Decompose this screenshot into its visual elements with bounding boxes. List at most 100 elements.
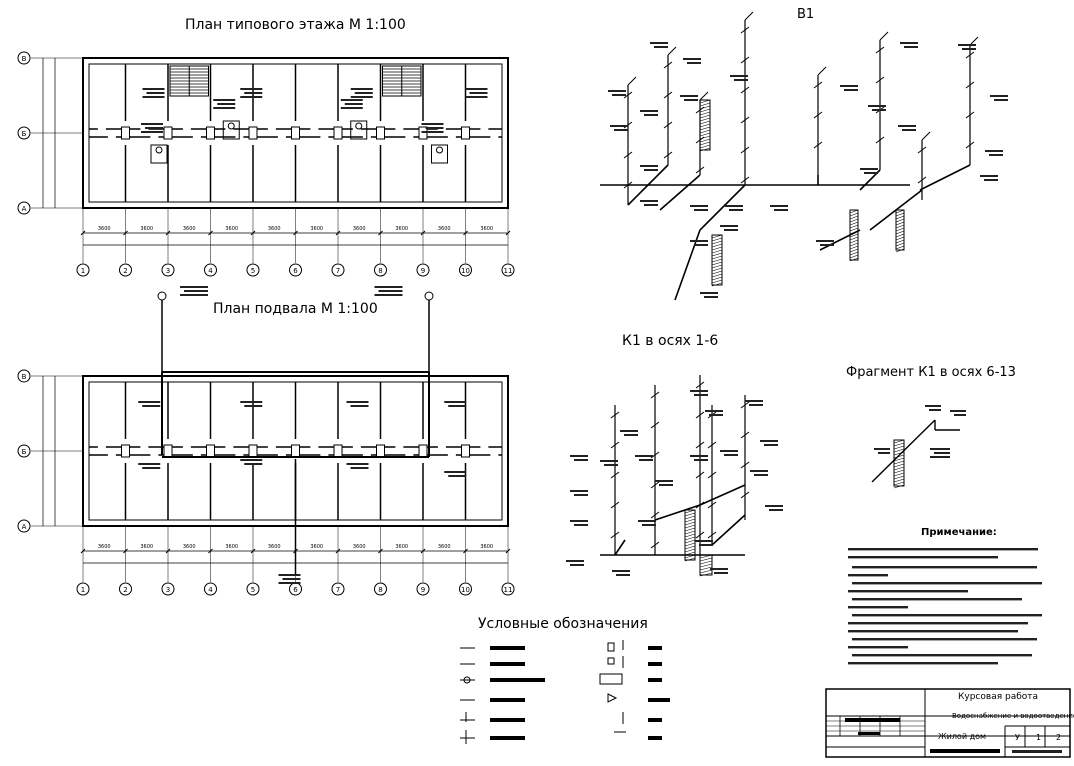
annotation-text — [421, 123, 444, 125]
riser-tick — [740, 461, 750, 469]
axis-column-label: 6 — [293, 586, 298, 594]
annotation-text — [724, 454, 738, 456]
dimension-tick — [378, 548, 383, 554]
riser-tick — [663, 91, 673, 99]
annotation-text — [655, 480, 673, 482]
sleeve-hatch — [684, 509, 696, 514]
sleeve-hatch — [895, 248, 905, 253]
column-block — [376, 444, 385, 458]
annotation-text — [709, 414, 723, 416]
sleeve-hatch — [849, 245, 859, 250]
sleeve-hatch — [849, 233, 859, 238]
riser-branch — [699, 91, 709, 101]
main-pipe — [654, 504, 701, 521]
stamp-stage: У — [1015, 733, 1020, 742]
sleeve-hatch — [684, 536, 696, 541]
stamp-frame — [825, 688, 1071, 758]
note-text-line — [848, 630, 1018, 633]
wall-sleeve — [711, 234, 723, 286]
annotation-text — [765, 505, 783, 507]
sleeve-hatch — [711, 261, 723, 266]
annotation-text — [217, 103, 236, 105]
wall-sleeve — [699, 99, 711, 151]
axis-row-label: В — [22, 373, 27, 381]
annotation-text — [990, 95, 1008, 97]
dimension-value: 3600 — [140, 226, 153, 232]
axis-column-label: 9 — [421, 586, 425, 594]
riser-branch — [627, 76, 637, 86]
annotation-text — [282, 578, 301, 580]
annotation-text — [820, 244, 834, 246]
annotation-text — [344, 103, 363, 105]
axis-column-label: 2 — [123, 267, 127, 275]
riser-branch — [667, 46, 677, 56]
annotation-text — [985, 150, 1003, 152]
annotation-text — [683, 58, 701, 60]
column-block — [248, 444, 258, 458]
annotation-text — [244, 405, 263, 407]
dimension-value: 3600 — [310, 226, 323, 232]
annotation-text — [374, 286, 403, 288]
sleeve-hatch — [699, 111, 711, 116]
sleeve-hatch — [895, 227, 905, 232]
annotation-text — [570, 520, 588, 522]
annotation-text — [213, 99, 236, 101]
riser-tick — [965, 141, 975, 149]
dimension-tick — [123, 230, 128, 236]
sleeve-hatch — [684, 542, 696, 547]
sleeve-hatch — [849, 254, 859, 259]
annotation-text — [984, 179, 998, 181]
riser-tick — [707, 471, 717, 479]
axis-column-label: 4 — [208, 267, 213, 275]
dimension-value: 3600 — [183, 544, 196, 550]
annotation-text — [340, 99, 363, 101]
annotation-text — [650, 42, 668, 44]
note-text-line — [848, 548, 1038, 551]
column-block — [461, 126, 470, 140]
annotation-text — [570, 490, 588, 492]
dimension-tick — [505, 548, 511, 554]
stamp-code — [930, 749, 1000, 753]
riser-tick — [965, 111, 975, 119]
axis-bubble — [374, 263, 387, 277]
note-text-line — [852, 582, 1042, 585]
axis-bubble — [119, 582, 132, 596]
column-block — [206, 126, 215, 140]
annotation-text — [644, 204, 658, 206]
axis-bubble — [161, 582, 175, 596]
axis-column-label: 8 — [378, 586, 382, 594]
axis-column-label: 1 — [81, 586, 85, 594]
axis-column-label: 9 — [421, 267, 425, 275]
legend-line-sample — [490, 646, 525, 650]
sleeve-hatch — [849, 230, 859, 235]
annotation-text — [346, 401, 369, 403]
sleeve-hatch — [849, 221, 859, 226]
annotation-text — [878, 452, 890, 454]
annotation-text — [612, 570, 630, 572]
column-block — [461, 444, 470, 458]
annotation-text — [644, 169, 658, 171]
annotation-text — [930, 456, 950, 458]
annotation-text — [690, 205, 708, 207]
annotation-text — [654, 46, 668, 48]
annotation-text — [900, 42, 918, 44]
annotation-text — [350, 88, 373, 90]
sleeve-hatch — [893, 454, 905, 459]
annotation-text — [760, 440, 778, 442]
annotation-text — [694, 459, 708, 461]
axis-row-label: В — [22, 55, 27, 63]
door-opening — [150, 136, 159, 140]
riser-tick — [740, 146, 750, 154]
riser-tick — [917, 176, 927, 184]
door-opening — [182, 445, 191, 449]
axis-column-label: 7 — [336, 586, 340, 594]
sleeve-hatch — [711, 258, 723, 263]
annotation-text — [444, 401, 467, 403]
annotation-text — [745, 400, 763, 402]
wall-sleeve — [684, 509, 696, 561]
sleeve-hatch — [711, 237, 723, 242]
annotation-text — [844, 89, 858, 91]
dimension-value: 3600 — [268, 544, 281, 550]
k1-fragment-title: Фрагмент К1 в осях 6-13 — [846, 365, 1016, 380]
